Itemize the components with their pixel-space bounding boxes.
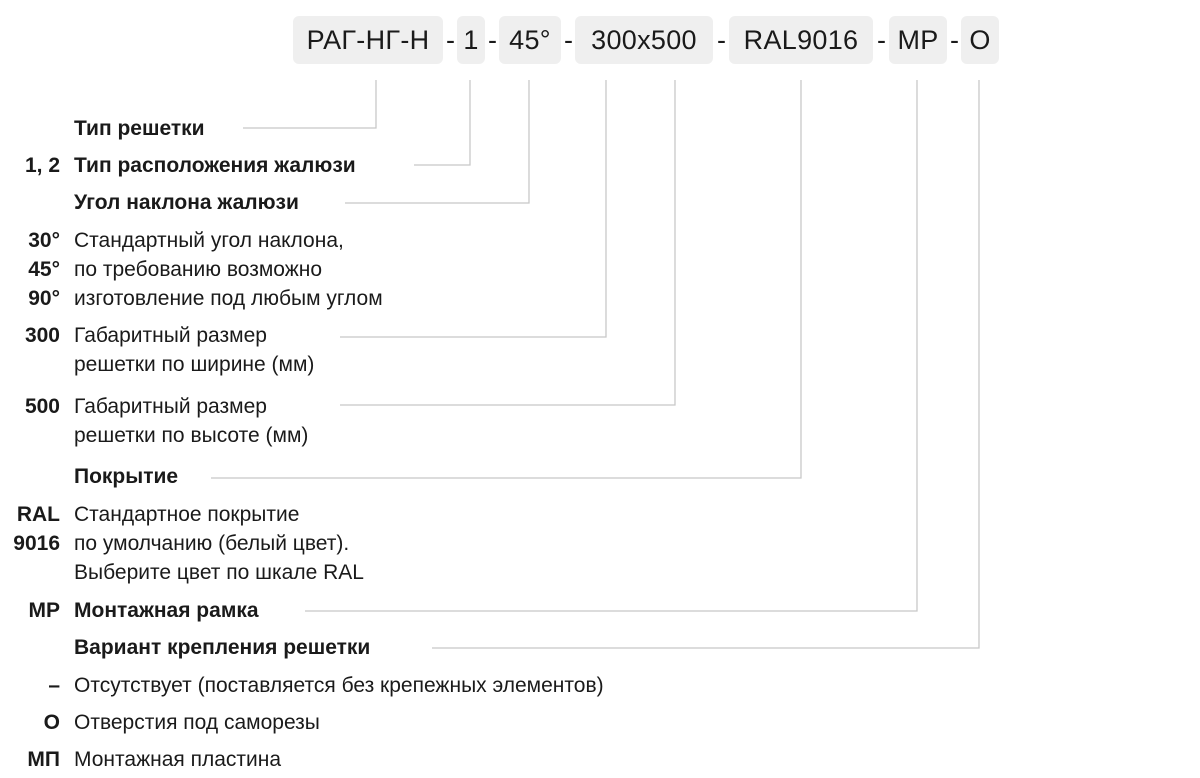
code-separator: - (446, 25, 455, 55)
mount-key-holes: О (43, 711, 60, 734)
leader-line-frame (305, 80, 918, 612)
code-layout-box: 1 (457, 16, 485, 64)
coating-desc-line-1: Стандартное покрытие (74, 503, 300, 526)
code-frame-box: МР (889, 16, 947, 64)
frame-title: Монтажная рамка (74, 599, 259, 622)
coating-key-ral: RAL (16, 503, 60, 526)
code-separator: - (877, 25, 886, 55)
leader-line-height (340, 80, 676, 406)
layout-title: Тип расположения жалюзи (74, 154, 356, 177)
code-type-box: РАГ-НГ-Н (293, 16, 443, 64)
leader-line-angle (345, 80, 530, 204)
angle-desc-line-3: изготовление под любым углом (74, 287, 383, 310)
angle-title: Угол наклона жалюзи (74, 191, 299, 214)
mount-key-none: – (48, 674, 60, 697)
angle-key-30: 30° (28, 229, 60, 252)
layout-key: 1, 2 (24, 154, 60, 177)
code-color-box: RAL9016 (729, 16, 873, 64)
angle-key-45: 45° (28, 258, 60, 281)
mount-desc-plate: Монтажная пластина (74, 748, 282, 771)
angle-desc-line-1: Стандартный угол наклона, (74, 229, 344, 252)
frame-key: МР (28, 599, 61, 622)
width-key: 300 (24, 324, 60, 347)
code-row: РАГ-НГ-Н - 1 - 45° - 300х500 - RAL9016 -… (0, 0, 1200, 80)
mount-title: Вариант крепления решетки (74, 636, 371, 659)
coating-title: Покрытие (74, 465, 179, 488)
code-angle-box: 45° (499, 16, 561, 64)
coating-desc-line-2: по умолчанию (белый цвет). (74, 532, 350, 555)
code-size-box: 300х500 (575, 16, 713, 64)
mount-key-plate: МП (27, 748, 60, 771)
coating-desc-line-3: Выберите цвет по шкале RAL (74, 561, 364, 584)
code-separator: - (564, 25, 573, 55)
width-desc-line-2: решетки по ширине (мм) (74, 353, 315, 376)
mount-desc-holes: Отверстия под саморезы (74, 711, 320, 734)
type-title: Тип решетки (74, 117, 205, 140)
width-desc-line-1: Габаритный размер (74, 324, 267, 347)
height-key: 500 (24, 395, 60, 418)
leader-line-type (243, 80, 377, 129)
mount-desc-none: Отсутствует (поставляется без крепежных … (74, 674, 604, 697)
coating-key-9016: 9016 (13, 532, 60, 555)
code-mount-box: О (961, 16, 999, 64)
code-separator: - (488, 25, 497, 55)
code-separator: - (717, 25, 726, 55)
height-desc-line-2: решетки по высоте (мм) (74, 424, 309, 447)
leader-line-layout (414, 80, 471, 166)
code-separator: - (950, 25, 959, 55)
angle-key-90: 90° (28, 287, 60, 310)
height-desc-line-1: Габаритный размер (74, 395, 267, 418)
angle-desc-line-2: по требованию возможно (74, 258, 323, 281)
leader-line-mount (432, 80, 980, 649)
